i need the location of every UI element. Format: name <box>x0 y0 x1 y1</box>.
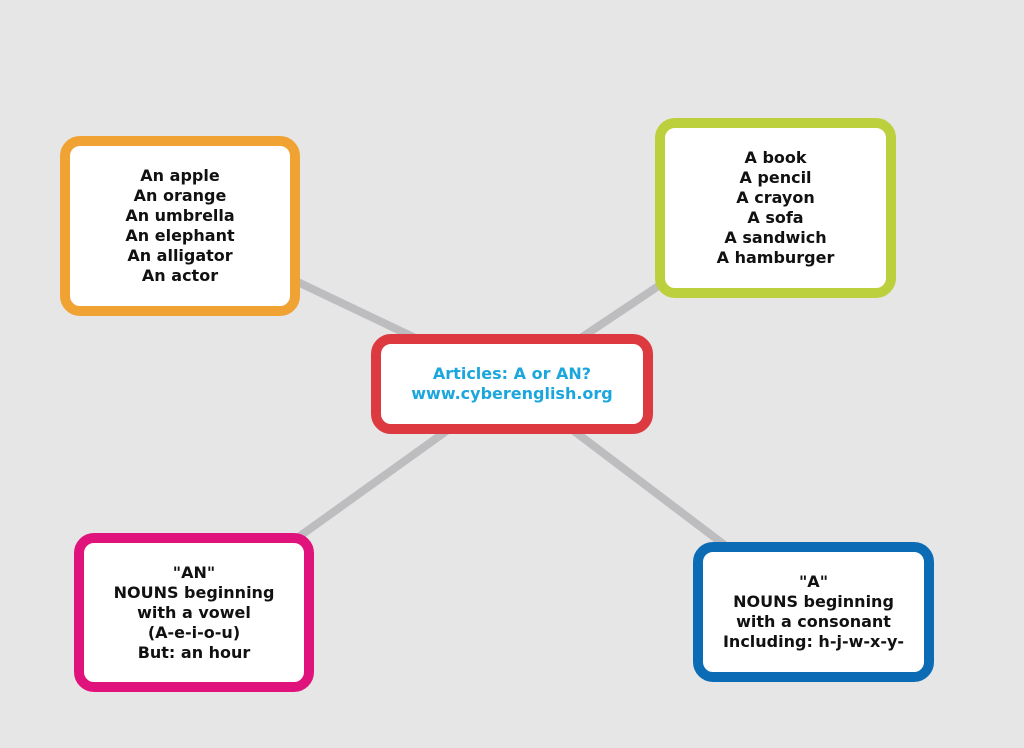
node-line: A sofa <box>747 208 804 227</box>
node-line: NOUNS beginning <box>733 592 894 611</box>
node-line: with a vowel <box>137 602 251 622</box>
center-node: Articles: A or AN? www.cyberenglish.org <box>371 334 653 434</box>
node-line: But: an hour <box>137 642 251 662</box>
node-line: A book <box>744 148 807 167</box>
node-line: NOUNS beginning <box>113 582 275 602</box>
node-line: An umbrella <box>125 206 235 225</box>
node-line: (A-e-i-o-u) <box>147 622 241 642</box>
node-line: An elephant <box>125 226 235 245</box>
an-examples-node: An apple An orange An umbrella An elepha… <box>60 136 300 316</box>
node-line: A hamburger <box>716 248 835 267</box>
node-line: An alligator <box>127 246 233 265</box>
node-line: A crayon <box>736 188 815 207</box>
a-examples-node: A book A pencil A crayon A sofa A sandwi… <box>655 118 896 298</box>
center-title: Articles: A or AN? <box>432 364 592 383</box>
node-line: A sandwich <box>724 228 827 247</box>
node-line: "AN" <box>172 562 216 582</box>
a-rule-node: "A" NOUNS beginning with a consonant Inc… <box>693 542 934 682</box>
node-line: An apple <box>140 166 220 185</box>
node-line: An actor <box>141 266 219 285</box>
center-url: www.cyberenglish.org <box>411 384 613 403</box>
node-line: "A" <box>798 572 829 591</box>
node-line: A pencil <box>739 168 812 187</box>
node-line: with a consonant <box>736 612 891 631</box>
node-line: An orange <box>133 186 227 205</box>
an-rule-node: "AN" NOUNS beginning with a vowel (A-e-i… <box>74 533 314 692</box>
node-line: Including: h-j-w-x-y- <box>722 632 905 651</box>
